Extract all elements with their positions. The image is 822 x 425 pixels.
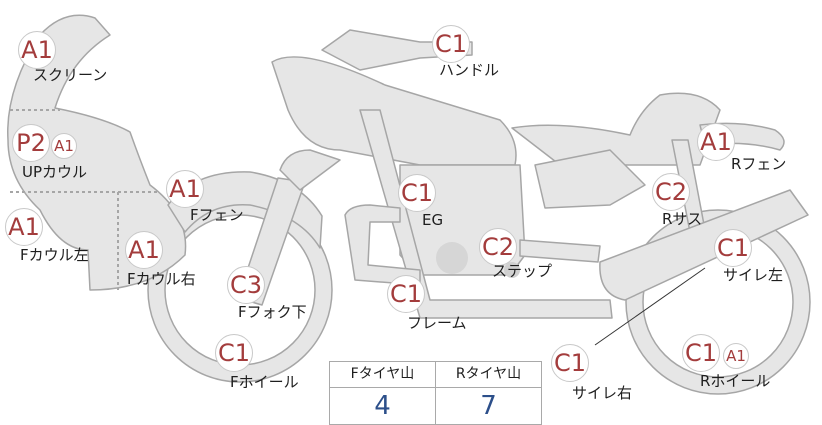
grade-badge-handle: C1 [432,25,470,63]
part-label-muffler-right: サイレ右 [572,384,633,402]
grade-badge-step: C2 [479,228,517,266]
part-label-r-sus: Rサス [662,210,703,228]
grade-badge-f-cowl-left: A1 [5,208,43,246]
part-label-handle: ハンドル [439,61,500,79]
grade-badge-screen: A1 [18,31,56,69]
grade-badge-up-cowl-sub: A1 [51,133,77,159]
part-label-screen: スクリーン [33,66,108,84]
grade-badge-muffler-left: C1 [714,229,752,267]
grade-badge-f-wheel: C1 [215,334,253,372]
part-label-f-fender: Fフェン [190,206,244,224]
part-label-engine: EG [422,211,444,229]
grade-badge-up-cowl: P2 [12,124,50,162]
grade-badge-f-cowl-right: A1 [125,231,163,269]
part-label-r-fender: Rフェン [731,155,787,173]
grade-badge-r-sus: C2 [652,173,690,211]
front-tread-value: 4 [374,391,391,421]
grade-badge-r-wheel-sub: A1 [723,343,749,369]
grade-badge-muffler-right: C1 [551,344,589,382]
part-label-f-cowl-right: Fカウル右 [127,270,196,288]
part-label-up-cowl: UPカウル [22,163,88,181]
tire-tread-table: Fタイヤ山 Rタイヤ山 4 7 [329,361,542,425]
part-label-step: ステップ [492,262,553,280]
part-label-r-wheel: Rホイール [700,372,771,390]
part-label-f-cowl-left: Fカウル左 [20,246,89,264]
part-label-muffler-left: サイレ左 [723,266,784,284]
rear-tread-header: Rタイヤ山 [436,362,541,388]
grade-badge-engine: C1 [398,174,436,212]
rear-tread-value: 7 [480,391,497,421]
part-label-f-wheel: Fホイール [230,373,299,391]
part-label-frame: フレーム [407,314,467,332]
part-label-f-fork: Fフォク下 [238,303,307,321]
grade-badge-frame: C1 [387,275,425,313]
front-tread-header: Fタイヤ山 [330,362,435,388]
grade-badge-f-fender: A1 [166,170,204,208]
table-divider [435,362,436,424]
grade-badge-r-wheel: C1 [682,334,720,372]
grade-badge-f-fork: C3 [227,266,265,304]
grade-badge-r-fender: A1 [697,123,735,161]
